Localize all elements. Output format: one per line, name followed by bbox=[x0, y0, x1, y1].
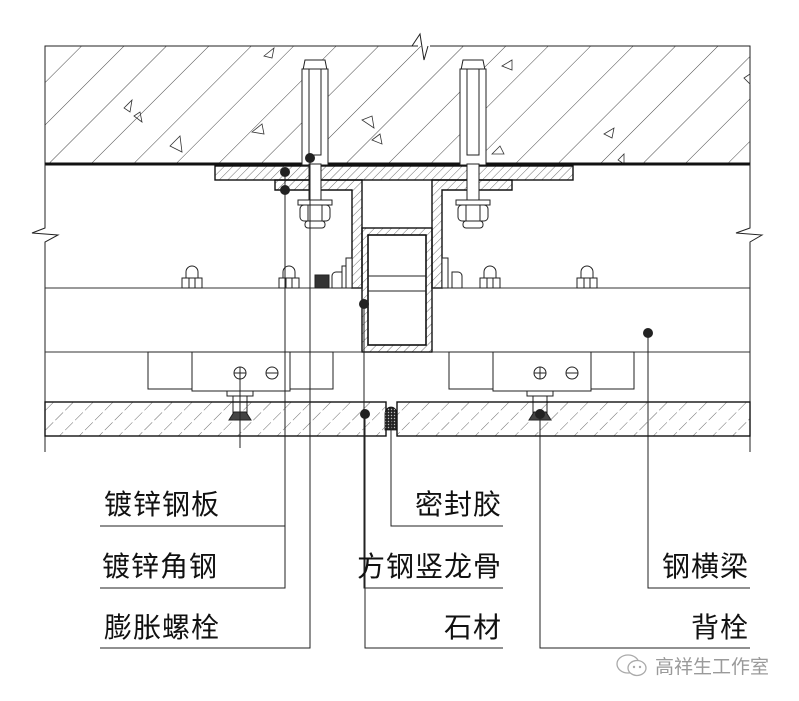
expansion-bolt-left bbox=[301, 59, 329, 166]
galvanized-steel-plate bbox=[214, 165, 574, 181]
watermark-text: 高祥生工作室 bbox=[655, 656, 770, 678]
expansion-bolt-right bbox=[459, 59, 487, 166]
sealant-joint bbox=[384, 406, 398, 431]
label-galvanized-angle-steel: 镀锌角钢 bbox=[102, 550, 219, 583]
break-mark-top bbox=[411, 32, 429, 61]
aggregate-marks bbox=[123, 47, 751, 165]
section-boundaries bbox=[31, 164, 764, 452]
label-back-bolt: 背栓 bbox=[690, 611, 749, 644]
label-galvanized-steel-plate: 镀锌钢板 bbox=[104, 488, 221, 521]
back-bolt-bracket-right bbox=[448, 351, 635, 421]
anchor-nut-right bbox=[455, 163, 491, 229]
stone-panel-right bbox=[396, 401, 751, 437]
label-steel-transom: 钢横梁 bbox=[661, 550, 749, 583]
label-stone: 石材 bbox=[443, 611, 502, 644]
mullion-connection-bolts bbox=[314, 257, 463, 289]
cap-nuts bbox=[181, 265, 598, 289]
wechat-icon bbox=[616, 653, 647, 676]
leader-lines bbox=[100, 160, 750, 649]
label-square-steel-mullion: 方钢竖龙骨 bbox=[356, 550, 502, 583]
label-sealant: 密封胶 bbox=[414, 488, 502, 521]
watermark: 高祥生工作室 bbox=[615, 652, 769, 679]
leader-dots bbox=[280, 153, 653, 419]
anchor-nut-left bbox=[297, 163, 333, 229]
square-steel-mullion bbox=[361, 227, 433, 353]
concrete-slab bbox=[44, 32, 751, 166]
label-expansion-bolt: 膨胀螺栓 bbox=[104, 611, 221, 644]
stone-panel-left bbox=[44, 401, 387, 437]
